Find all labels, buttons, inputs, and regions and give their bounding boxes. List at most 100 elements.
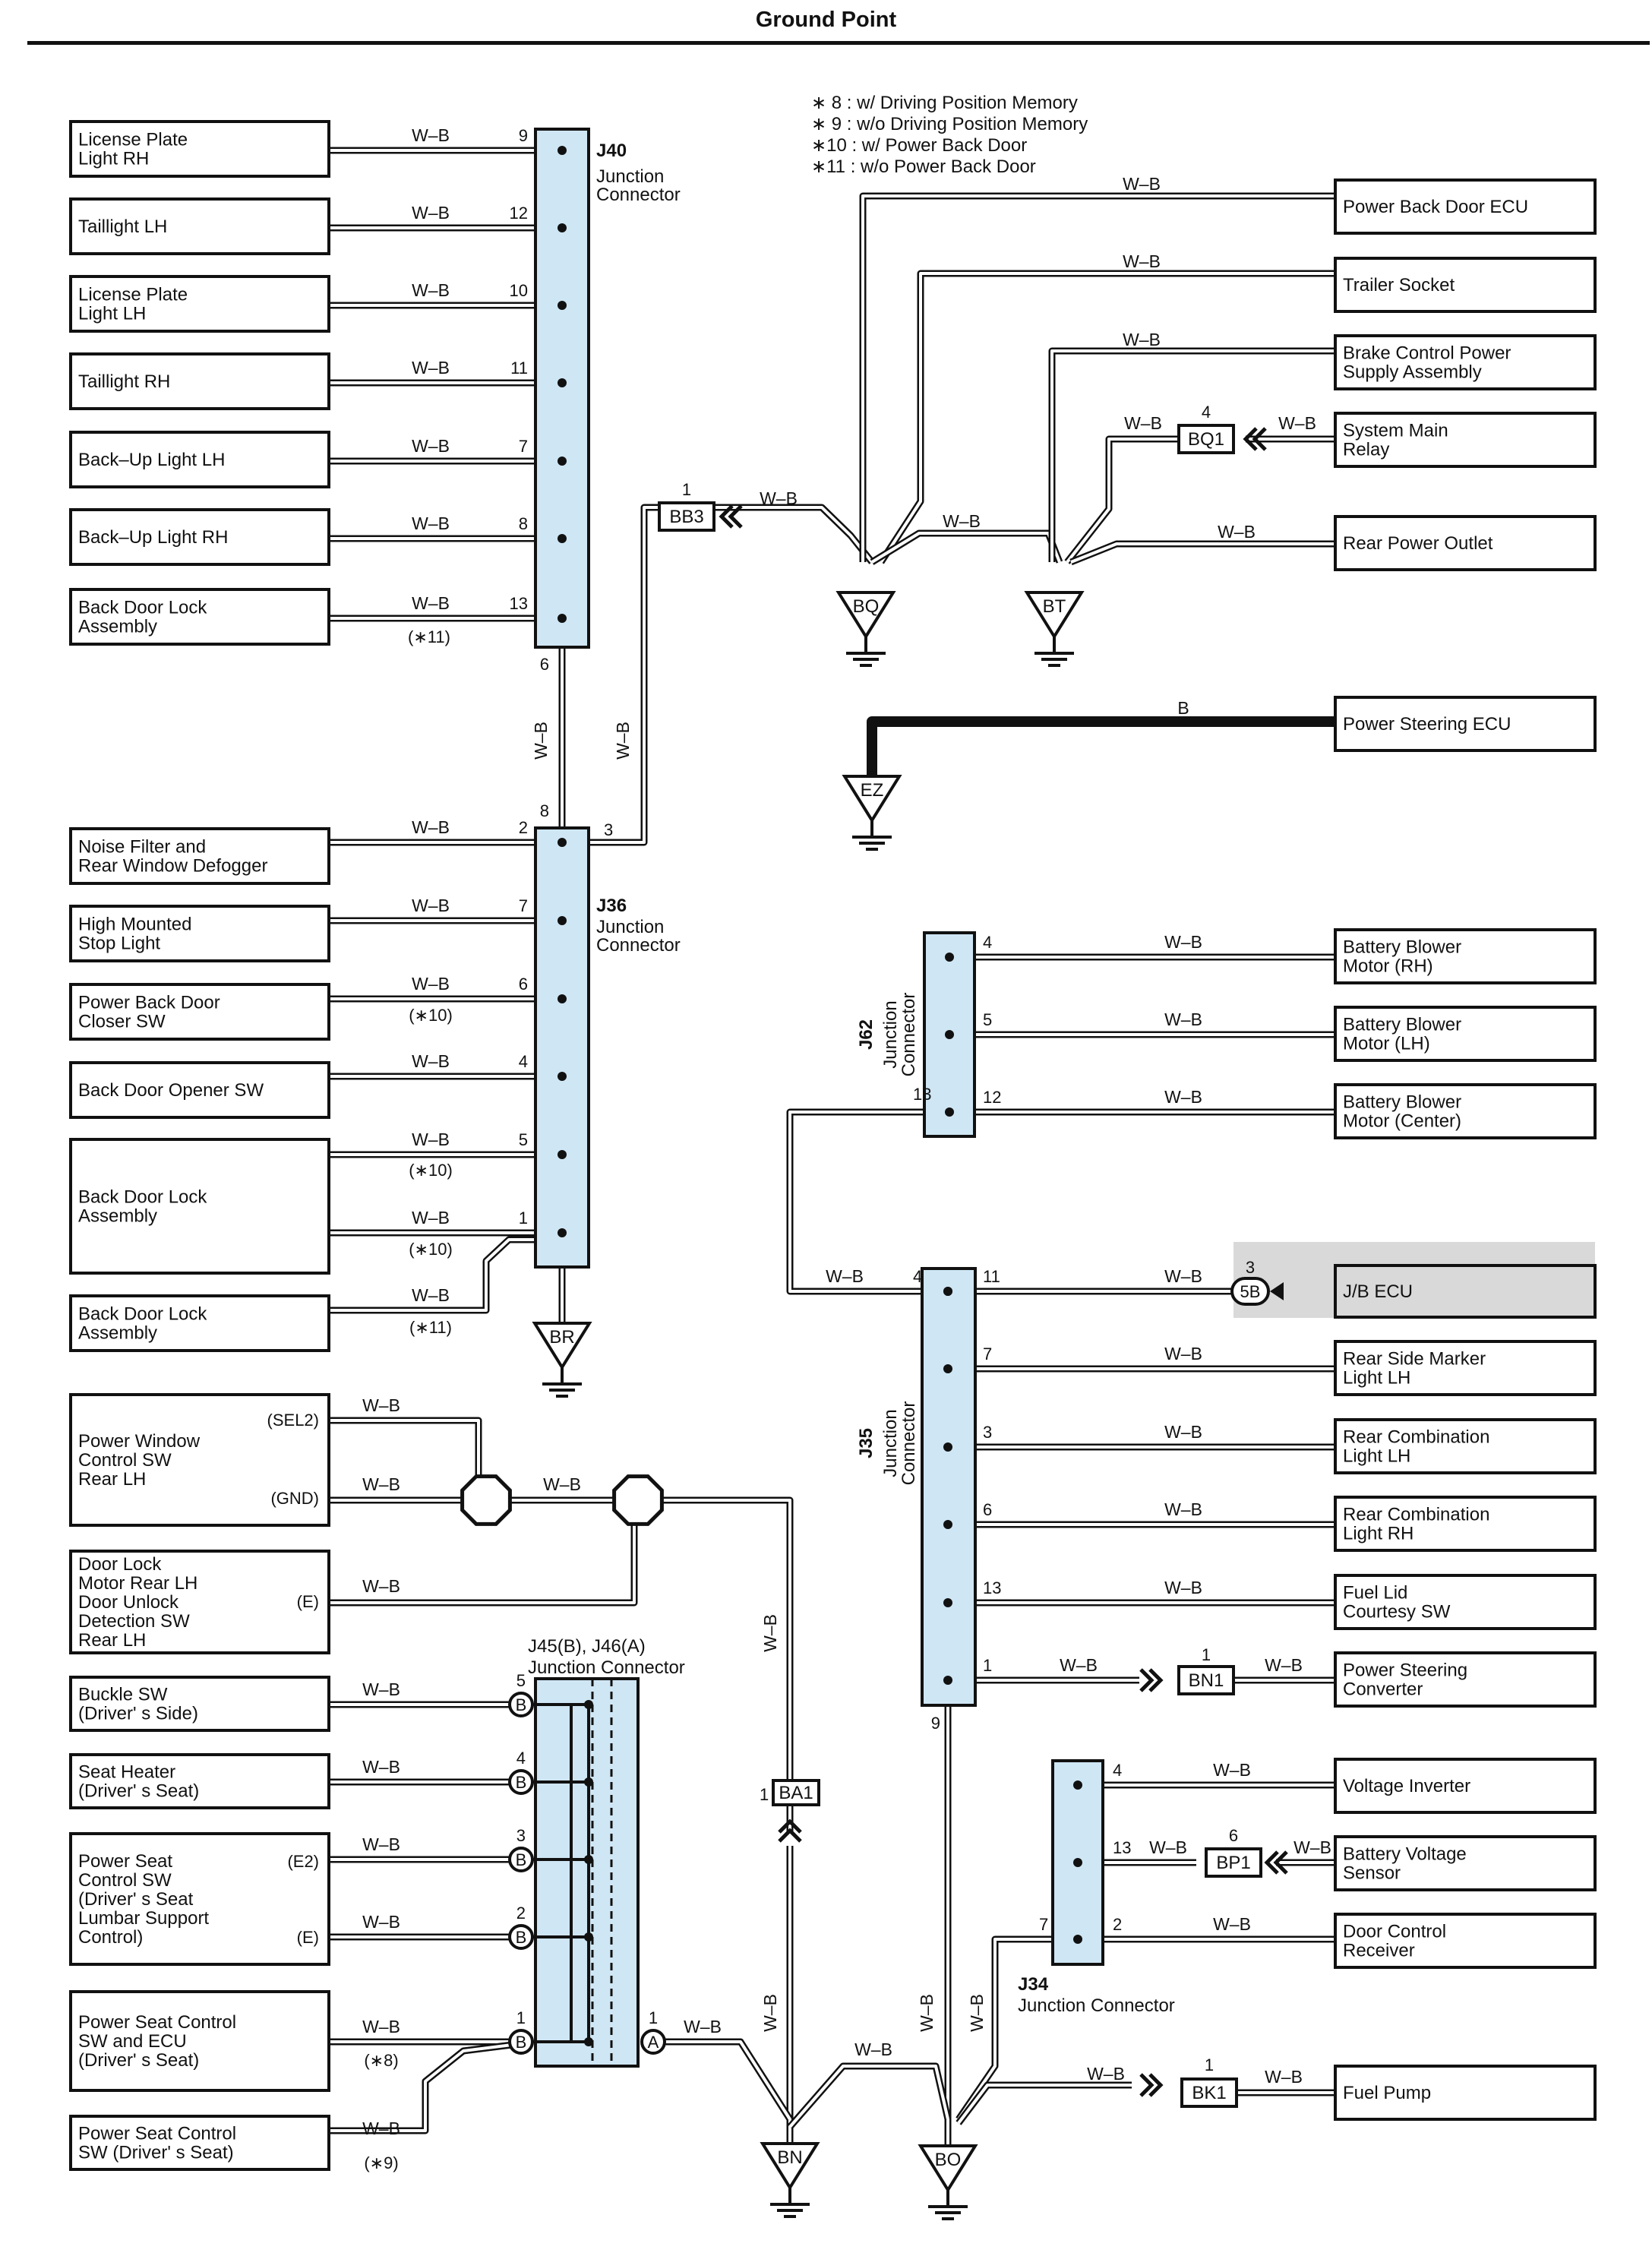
splice-dot [1073, 1858, 1082, 1867]
note-ref: (∗11) [408, 627, 450, 646]
junction-j62-label: Connector [899, 993, 919, 1077]
pin-number: 1 [983, 1656, 992, 1675]
pin-number: 8 [519, 514, 528, 533]
pin-number: 7 [983, 1344, 992, 1363]
component-c23-text: Brake Control Power [1343, 343, 1511, 364]
component-c5-text: Back–Up Light LH [78, 450, 225, 470]
pin-number: 1 [516, 2008, 526, 2027]
junction-j36-label: Connector [596, 935, 681, 956]
ground-bn [760, 2142, 820, 2191]
labels-layer: ∗ 8 : w/ Driving Position Memory∗ 9 : w/… [78, 93, 1528, 2172]
wire-label: W–B [1123, 251, 1161, 271]
component-c14-text: Rear LH [78, 1469, 146, 1490]
pin-number: 5 [983, 1010, 992, 1029]
component-c3 [69, 275, 330, 333]
component-c35-text: Converter [1343, 1679, 1423, 1700]
component-c19-text: SW and ECU [78, 2031, 187, 2052]
connector-bp1-code: BP1 [1216, 1853, 1250, 1873]
pin-number: 5 [519, 1130, 528, 1149]
wire-c22 [880, 272, 1337, 564]
wire-label: W–B [412, 280, 450, 300]
component-c37-text: Battery Voltage [1343, 1844, 1467, 1865]
component-c13 [69, 1294, 330, 1352]
wire-label: W–B [412, 203, 450, 223]
shapes-layer [69, 120, 1597, 2220]
ground-br [532, 1322, 592, 1370]
wire-label: W–B [362, 1757, 400, 1777]
component-c9-text: High Mounted [78, 915, 191, 935]
component-c12 [69, 1138, 330, 1275]
component-c32 [1334, 1418, 1597, 1474]
wire-label: W–B [854, 2040, 892, 2059]
pin-circle [508, 1847, 534, 1872]
splice-dot [943, 1676, 952, 1685]
component-c7-text: Back Door Lock [78, 598, 207, 618]
wire-label: W–B [826, 1266, 864, 1286]
wire-label: W–B [362, 1912, 400, 1932]
component-c26-text: Power Steering ECU [1343, 714, 1511, 735]
component-c23-text: Supply Assembly [1343, 362, 1482, 383]
pin-circle [508, 1692, 534, 1717]
pin-label: (E2) [287, 1852, 319, 1871]
component-c31 [1334, 1340, 1597, 1396]
component-c32-text: Rear Combination [1343, 1427, 1489, 1448]
component-c20-text: SW (Driver' s Seat) [78, 2143, 234, 2163]
pin-letter: B [516, 1850, 527, 1869]
connector-arrow [1148, 2073, 1164, 2097]
pin-number: 3 [983, 1423, 992, 1442]
title-rule [27, 41, 1650, 45]
wire-label: W–B [362, 1474, 400, 1494]
component-c39-text: Fuel Pump [1343, 2083, 1431, 2103]
pin-number: 7 [519, 437, 528, 456]
pin-number: 13 [510, 594, 528, 613]
junction-j35-label: Connector [899, 1401, 919, 1486]
wire-label: W–B [1218, 522, 1256, 542]
wire-label: W–B [1213, 1760, 1251, 1780]
wire-label: W–B [1293, 1837, 1331, 1857]
wire-j34-bo [957, 1938, 1079, 2121]
component-c27-text: Battery Blower [1343, 937, 1461, 958]
wire-label: W–B [362, 1834, 400, 1854]
wire-bb3-bq [714, 506, 873, 564]
component-c3-text: Light LH [78, 304, 146, 324]
splice-dot [584, 1777, 593, 1787]
pin-circle [508, 1924, 534, 1950]
wire-c21 [861, 194, 1337, 562]
connector-arrow [1270, 1282, 1284, 1300]
wire-c21 [859, 192, 1337, 562]
connector-bn1 [1177, 1665, 1235, 1695]
component-c14 [69, 1393, 330, 1527]
component-c28-text: Motor (LH) [1343, 1034, 1430, 1054]
junction-j62-label: Junction [880, 1000, 901, 1068]
connector-arrow [778, 1828, 802, 1843]
page-title: Ground Point [755, 8, 897, 32]
pin-number: 4 [516, 1749, 526, 1768]
component-c19-text: (Driver' s Seat) [78, 2050, 199, 2071]
connector-ba1 [772, 1779, 820, 1806]
note-line: ∗11 : w/o Power Back Door [811, 156, 1036, 177]
splice-dot [558, 457, 567, 466]
ground-bt [1024, 591, 1085, 640]
connector-arrow [1148, 1668, 1164, 1692]
pin-number: 10 [510, 281, 528, 300]
wire-label: W–B [412, 1208, 450, 1228]
wire-label: W–B [1265, 2067, 1303, 2087]
wire-label: W–B [531, 722, 551, 760]
pin-circle [508, 2029, 534, 2055]
note-ref: (∗11) [409, 1318, 452, 1337]
splice-dot [945, 1107, 954, 1117]
component-c2 [69, 197, 330, 255]
splice-dot [558, 223, 567, 232]
pin-circle [508, 1769, 534, 1795]
component-c1-text: License Plate [78, 130, 188, 150]
splice-dot [943, 1442, 952, 1452]
component-c22-text: Trailer Socket [1343, 275, 1455, 295]
component-c39 [1334, 2065, 1597, 2121]
component-c29 [1334, 1083, 1597, 1139]
splice-dot [945, 1030, 954, 1039]
wire-label: W–B [412, 125, 450, 145]
junction-j40-code: J40 [596, 141, 627, 161]
component-c16-text: (Driver' s Side) [78, 1704, 198, 1724]
splice-dot [1073, 1935, 1082, 1944]
pin-number: 3 [516, 1826, 526, 1845]
